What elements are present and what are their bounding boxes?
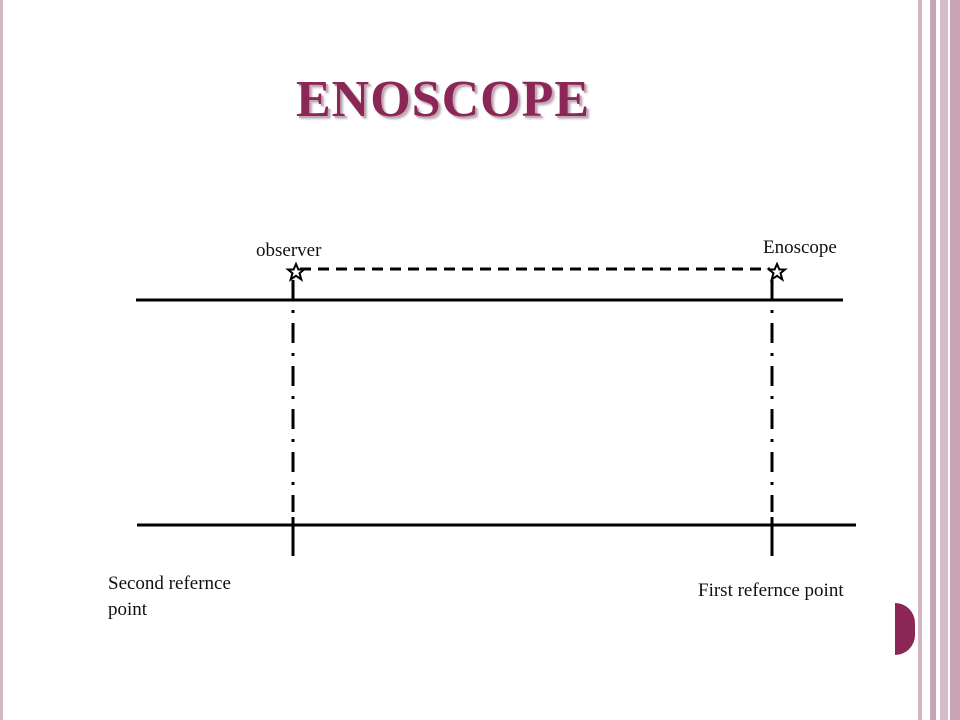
page-number-tab xyxy=(895,603,915,655)
slide-frame xyxy=(0,0,3,720)
star-icon xyxy=(285,261,307,282)
second-reference-label-line1: Second refernce xyxy=(108,573,231,594)
first-reference-label: First refernce point xyxy=(698,580,844,601)
enoscope-label: Enoscope xyxy=(763,237,837,258)
slide-title: ENOSCOPE xyxy=(296,71,591,128)
second-reference-label-line2: point xyxy=(108,599,148,620)
right-border-bar-outer xyxy=(918,0,922,720)
right-border-bar-3 xyxy=(950,0,960,720)
star-icon xyxy=(766,261,788,282)
right-border-bar-2 xyxy=(940,0,948,720)
observer-label: observer xyxy=(256,240,322,261)
right-border-bar-1 xyxy=(930,0,936,720)
